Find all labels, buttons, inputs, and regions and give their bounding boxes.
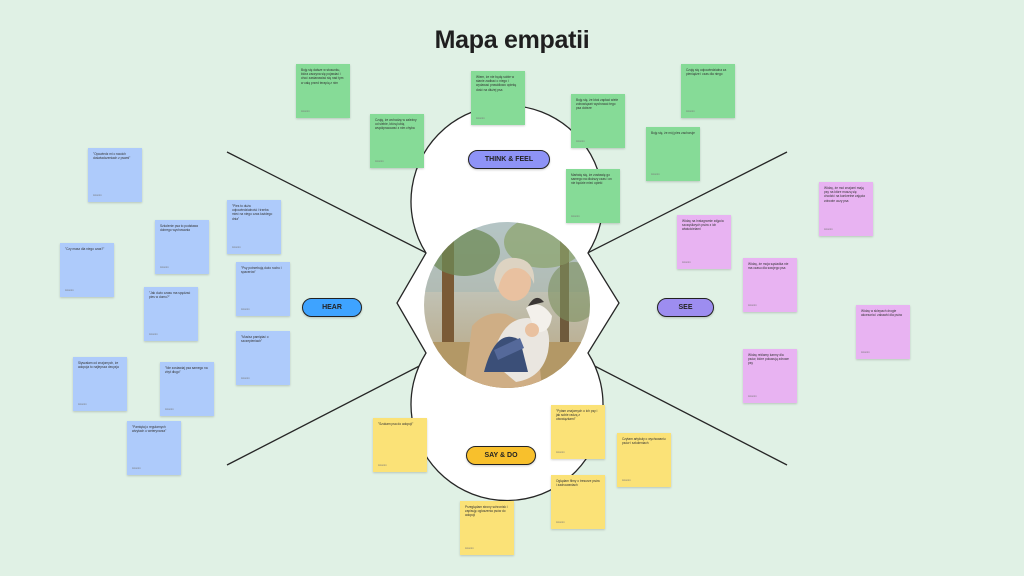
sticky-note[interactable]: "Musisz pamiętać o szczepieniach" Anonim (236, 331, 290, 385)
note-text: Szkolenie psa to podstawa dobrego wychow… (160, 224, 198, 233)
note-author: Anonim (375, 159, 384, 163)
note-author: Anonim (465, 546, 474, 550)
note-text: "Szukam psa do adopcji" (378, 422, 414, 426)
note-text: "Czy masz dla niego czas?" (65, 247, 105, 251)
sticky-note[interactable]: Widzę, że moi znajomi mają psy na które … (819, 182, 873, 236)
note-author: Anonim (241, 307, 250, 311)
sticky-note[interactable]: Wiem, że nie będę sobie w stanie zadbać … (471, 71, 525, 125)
note-author: Anonim (149, 332, 158, 336)
note-author: Anonim (556, 450, 565, 454)
note-text: "Pies to duża odpowiedzialność i trzeba … (232, 204, 273, 221)
sticky-note[interactable]: "Szukam psa do adopcji" Anonim (373, 418, 427, 472)
sticky-note[interactable]: Czytam artykuły o wychowaniu psów i szko… (617, 433, 671, 487)
note-author: Anonim (241, 376, 250, 380)
note-text: Widzę reklamy karmy dla psów, które poka… (748, 353, 789, 366)
sticky-note[interactable]: Szkolenie psa to podstawa dobrego wychow… (155, 220, 209, 274)
note-text: Widzę, że moi znajomi mają psy na które … (824, 186, 865, 203)
sticky-note[interactable]: "Psy potrzebują dużo ruchu i spacerów" An… (236, 262, 290, 316)
note-text: Widzę w sklepach drogie akcesoria i zaba… (861, 309, 903, 318)
note-author: Anonim (824, 227, 833, 231)
sticky-note[interactable]: "Nie zostawiaj psa samego na zbyt długo"… (160, 362, 214, 416)
sticky-note[interactable]: Widzę na Instagramie zdjęcia szczęśliwyc… (677, 215, 731, 269)
say-do-label: SAY & DO (484, 452, 518, 459)
note-text: "Pytam znajomych o ich psy i jak sobie r… (556, 409, 598, 422)
note-text: "Musisz pamiętać o szczepieniach" (241, 335, 269, 344)
note-author: Anonim (65, 288, 74, 292)
think-feel-pill[interactable]: THINK & FEEL (468, 150, 550, 169)
note-text: Czuję, że wchodzę w zależny od siebie, k… (375, 118, 417, 131)
sticky-note[interactable]: "Opowiedz mi o swoich doświadczeniach z … (88, 148, 142, 202)
note-text: Czytam artykuły o wychowaniu psów i szko… (622, 437, 666, 446)
page-title: Mapa empatii (434, 26, 590, 54)
note-author: Anonim (165, 407, 174, 411)
see-pill[interactable]: SEE (657, 298, 714, 317)
sticky-note[interactable]: Oglądam filmy o tresurze psów i zachowan… (551, 475, 605, 529)
note-text: Boję się, że ktoś zapłaci wiele zobowiąz… (576, 98, 619, 111)
note-author: Anonim (748, 303, 757, 307)
note-author: Anonim (748, 394, 757, 398)
note-author: Anonim (622, 478, 631, 482)
note-text: Przeglądam strony schronisk i zapisuję o… (465, 505, 508, 518)
note-author: Anonim (132, 466, 141, 470)
note-text: "Pamiętaj o regularnych wizytach u weter… (132, 425, 167, 434)
note-author: Anonim (232, 245, 241, 249)
sticky-note[interactable]: Czuję, że wchodzę w zależny od siebie, k… (370, 114, 424, 168)
sticky-note[interactable]: Widzę w sklepach drogie akcesoria i zaba… (856, 305, 910, 359)
note-author: Anonim (576, 139, 585, 143)
sticky-note[interactable]: "Czy masz dla niego czas?" Anonim (60, 243, 114, 297)
think-feel-label: THINK & FEEL (484, 156, 534, 163)
note-text: Widzę na Instagramie zdjęcia szczęśliwyc… (682, 219, 724, 232)
sticky-note[interactable]: Martwię się, że zostawię go samego na dł… (566, 169, 620, 223)
say-do-pill[interactable]: SAY & DO (466, 446, 536, 465)
sticky-note[interactable]: Słyszałam od znajomych, że adopcja to na… (73, 357, 127, 411)
note-text: Oglądam filmy o tresurze psów i zachowan… (556, 479, 600, 488)
note-author: Anonim (861, 350, 870, 354)
note-author: Anonim (378, 463, 387, 467)
note-author: Anonim (301, 109, 310, 113)
note-text: Boję się, że mój pies zachoruje (651, 131, 695, 135)
note-text: "Jak dużo czasu ma spędzać pies w domu?" (149, 291, 191, 300)
note-author: Anonim (651, 172, 660, 176)
sticky-note[interactable]: "Pamiętaj o regularnych wizytach u weter… (127, 421, 181, 475)
note-author: Anonim (93, 193, 102, 197)
note-author: Anonim (78, 402, 87, 406)
hear-pill[interactable]: HEAR (302, 298, 362, 317)
note-text: Boję się dalsze w stosunku, która zaczyn… (301, 68, 344, 85)
note-text: "Opowiedz mi o swoich doświadczeniach z … (93, 152, 131, 161)
persona-photo (424, 222, 590, 388)
sticky-note[interactable]: "Pytam znajomych o ich psy i jak sobie r… (551, 405, 605, 459)
sticky-note[interactable]: "Jak dużo czasu ma spędzać pies w domu?"… (144, 287, 198, 341)
note-text: "Nie zostawiaj psa samego na zbyt długo" (165, 366, 208, 375)
note-text: Wiem, że nie będę sobie w stanie zadbać … (476, 75, 517, 92)
sticky-note[interactable]: Boję się, że ktoś zapłaci wiele zobowiąz… (571, 94, 625, 148)
sticky-note[interactable]: Przeglądam strony schronisk i zapisuję o… (460, 501, 514, 555)
note-author: Anonim (571, 214, 580, 218)
note-text: Widzę, że moja sąsiadka nie ma czasu dla… (748, 262, 789, 271)
note-author: Anonim (160, 265, 169, 269)
note-author: Anonim (556, 520, 565, 524)
sticky-note[interactable]: "Pies to duża odpowiedzialność i trzeba … (227, 200, 281, 254)
sticky-note[interactable]: Widzę reklamy karmy dla psów, które poka… (743, 349, 797, 403)
note-text: Czuję się odpowiedzialna za pieniądze i … (686, 68, 727, 77)
sticky-note[interactable]: Widzę, że moja sąsiadka nie ma czasu dla… (743, 258, 797, 312)
hear-label: HEAR (322, 304, 342, 311)
note-author: Anonim (476, 116, 485, 120)
note-author: Anonim (686, 109, 695, 113)
note-text: Słyszałam od znajomych, że adopcja to na… (78, 361, 119, 370)
note-text: Martwię się, że zostawię go samego na dł… (571, 173, 612, 186)
note-author: Anonim (682, 260, 691, 264)
sticky-note[interactable]: Boję się dalsze w stosunku, która zaczyn… (296, 64, 350, 118)
sticky-note[interactable]: Czuję się odpowiedzialna za pieniądze i … (681, 64, 735, 118)
note-text: "Psy potrzebują dużo ruchu i spacerów" (241, 266, 282, 275)
see-label: SEE (678, 304, 693, 311)
